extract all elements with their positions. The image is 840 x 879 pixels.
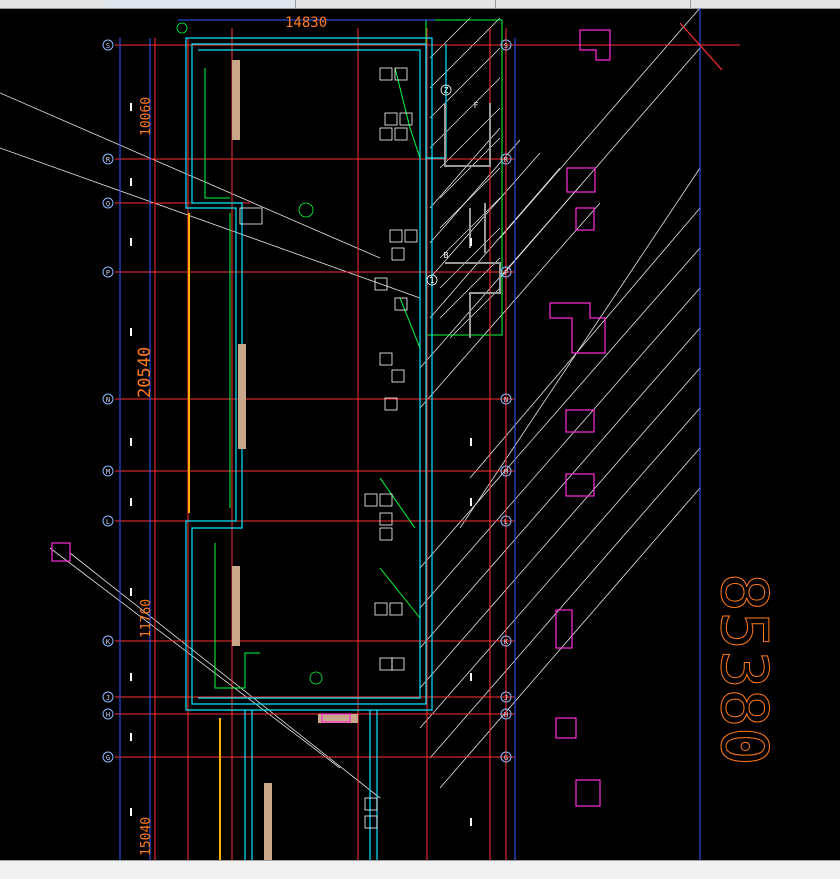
axis-label-j-right: J [504,694,508,702]
top-toolbar [0,0,840,9]
cad-drawing[interactable]: S R Q P N M L K J H G S R P N M L K J H … [0,7,840,860]
toolbar-tab-2[interactable] [105,0,296,8]
toolbar-tab-3[interactable] [295,0,496,8]
dim-left-middle: 20540 [135,347,155,398]
toolbar-tab-4[interactable] [495,0,691,8]
column-strips [232,60,358,860]
axis-label-n: N [106,396,110,404]
hatch-diagonals [0,7,701,799]
axis-label-h: H [106,711,110,719]
status-bar [0,860,840,879]
axis-label-m: M [106,468,110,476]
axis-label-p: P [106,269,110,277]
green-lines [204,67,421,689]
axis-label-l-right: L [504,518,508,526]
axis-label-s: S [106,42,110,50]
axis-label-s-right: S [504,42,508,50]
axis-label-h-right: H [504,711,508,719]
section-marks [176,22,452,685]
axis-label-r: R [106,156,111,164]
axis-label-n-right: N [504,396,508,404]
axis-bubbles [102,39,512,763]
gray-structure [444,103,501,338]
vertical-axes [154,28,507,860]
dimension-lines [119,8,701,860]
cad-drawing-canvas[interactable]: S R Q P N M L K J H G S R P N M L K J H … [0,7,840,860]
dim-top-width: 14830 [285,15,327,31]
dimension-tick-marks [130,103,472,826]
horizontal-axes [115,44,740,758]
axis-label-k-right: K [504,638,509,646]
axis-label-k: K [106,638,111,646]
axis-label-p-right: P [504,269,508,277]
fixture-boxes [239,67,418,829]
section-mark-b: B [444,251,449,260]
axis-label-g-right: G [504,754,508,762]
axis-label-g: G [106,754,110,762]
exterior-wall [188,213,221,860]
building-walls [185,37,447,860]
dim-right-large: 85380 [706,573,780,766]
axis-label-l: L [106,518,110,526]
section-details [51,29,611,807]
dim-left-lower: 11760 [139,599,154,638]
toolbar-tab-1[interactable] [0,0,106,8]
section-mark-f: F [474,101,479,110]
section-mark-1: 1 [430,276,435,285]
axis-label-q: Q [106,200,110,208]
break-mark [679,22,723,71]
dim-left-upper: 10060 [139,97,154,136]
section-mark-z: Z [444,86,449,95]
axis-label-r-right: R [504,156,509,164]
axis-label-j: J [106,694,110,702]
dim-left-bottom: 15040 [139,817,154,856]
axis-label-m-right: M [504,468,508,476]
